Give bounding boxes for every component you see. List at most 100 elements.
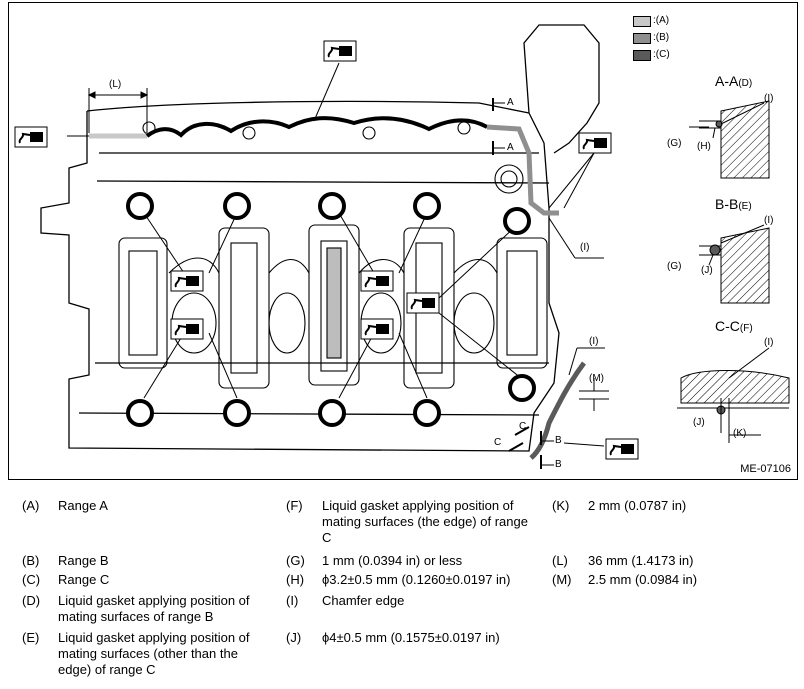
- note-code: (H): [286, 572, 305, 587]
- section-bb-i: (I): [764, 215, 774, 226]
- section-aa-i: (I): [764, 93, 774, 104]
- legend-range-c: :(C): [633, 49, 670, 61]
- section-marks: [492, 98, 554, 469]
- legend-label: :(A): [653, 15, 670, 26]
- section-cc-drawing: [677, 347, 790, 443]
- legend-label: :(C): [653, 49, 670, 60]
- note-text: Liquid gasket applying position of matin…: [58, 593, 250, 624]
- block-outline: [40, 24, 600, 452]
- section-aa-drawing: [689, 100, 770, 179]
- legend-range-a: :(A): [633, 15, 669, 27]
- callout-i-upper: (I): [580, 242, 590, 253]
- glue-gun-icon: [170, 318, 204, 340]
- engine-block-drawing: [14, 24, 790, 469]
- ring-upper-4: [413, 192, 441, 220]
- gasket-main: [145, 116, 488, 138]
- legend-swatch-b: [633, 32, 651, 44]
- note-j: (J) ϕ4±0.5 mm (0.1575±0.0197 in): [286, 630, 546, 646]
- section-bb-title: B-B(E): [715, 196, 752, 212]
- callout-b-lower: B: [555, 459, 562, 470]
- glue-gun-icon: [323, 40, 357, 62]
- glue-gun-icon: [360, 270, 394, 292]
- note-b: (B) Range B: [22, 553, 272, 569]
- note-text: Liquid gasket applying position of matin…: [58, 630, 250, 677]
- glue-gun-icon: [360, 318, 394, 340]
- note-text: 1 mm (0.0394 in) or less: [322, 553, 463, 568]
- note-e: (E) Liquid gasket applying position of m…: [22, 630, 272, 678]
- journals: [118, 121, 548, 389]
- note-text: Range A: [58, 498, 108, 513]
- ring-lower-5: [508, 374, 536, 402]
- figure-id: ME-07106: [740, 463, 791, 475]
- note-text: Chamfer edge: [322, 593, 405, 608]
- callout-a-top: A: [507, 97, 514, 108]
- note-code: (I): [286, 593, 299, 608]
- note-l: (L) 36 mm (1.4173 in): [552, 553, 792, 569]
- note-f: (F) Liquid gasket applying position of m…: [286, 498, 546, 546]
- note-code: (J): [286, 630, 302, 645]
- section-cc-j: (J): [693, 417, 705, 428]
- note-code: (C): [22, 572, 41, 587]
- note-g: (G) 1 mm (0.0394 in) or less: [286, 553, 546, 569]
- note-code: (A): [22, 498, 40, 513]
- note-h: (H) ϕ3.2±0.5 mm (0.1260±0.0197 in): [286, 572, 546, 588]
- section-cc-title: C-C(F): [715, 318, 753, 334]
- section-bb-g: (G): [667, 261, 682, 272]
- ring-upper-5: [503, 207, 531, 235]
- note-code: (L): [552, 553, 568, 568]
- section-aa-title: A-A(D): [715, 73, 753, 89]
- note-text: 2 mm (0.0787 in): [588, 498, 687, 513]
- note-code: (B): [22, 553, 40, 568]
- legend-label: :(B): [653, 32, 670, 43]
- section-aa-h: (H): [697, 141, 711, 152]
- note-code: (F): [286, 498, 303, 513]
- note-code: (E): [22, 630, 40, 645]
- leader-lines: [67, 62, 605, 447]
- note-a: (A) Range A: [22, 498, 272, 514]
- note-k: (K) 2 mm (0.0787 in): [552, 498, 792, 514]
- engine-block-diagram: :(A) :(B) :(C) (L) A A (I) (I) (M) C C B…: [8, 2, 798, 480]
- legend-swatch-a: [633, 15, 651, 27]
- note-text: Liquid gasket applying position of matin…: [322, 498, 528, 545]
- note-code: (G): [286, 553, 305, 568]
- section-bb-drawing: [699, 224, 770, 304]
- callout-l: (L): [109, 79, 122, 90]
- glue-gun-icon: [605, 438, 639, 460]
- note-c: (C) Range C: [22, 572, 272, 588]
- section-bb-j: (J): [701, 265, 713, 276]
- note-text: Range B: [58, 553, 109, 568]
- callout-i-lower: (I): [589, 336, 599, 347]
- ring-lower-3: [318, 399, 346, 427]
- section-cc-k: (K): [733, 428, 747, 439]
- callout-c-upper: C: [519, 421, 527, 432]
- note-code: (K): [552, 498, 570, 513]
- note-m: (M) 2.5 mm (0.0984 in): [552, 572, 792, 588]
- note-code: (D): [22, 593, 41, 608]
- gasket-range-b: [486, 124, 559, 216]
- ring-upper-2: [223, 192, 251, 220]
- legend-table: (A) Range A (B) Range B (C) Range C (D) …: [0, 486, 804, 686]
- ring-lower-2: [223, 399, 251, 427]
- ring-upper-3: [318, 192, 346, 220]
- dimension-l: [87, 88, 149, 133]
- glue-gun-icon: [406, 292, 440, 314]
- ring-lower-1: [126, 399, 154, 427]
- note-code: (M): [552, 572, 572, 587]
- callout-a-bottom: A: [507, 142, 514, 153]
- note-text: Range C: [58, 572, 110, 587]
- note-text: ϕ3.2±0.5 mm (0.1260±0.0197 in): [322, 572, 511, 587]
- glue-gun-icon: [14, 126, 48, 148]
- legend-range-b: :(B): [633, 32, 669, 44]
- note-d: (D) Liquid gasket applying position of m…: [22, 593, 272, 625]
- gasket-range-c: [529, 361, 587, 460]
- note-i: (I) Chamfer edge: [286, 593, 546, 609]
- dimension-m: [579, 378, 609, 411]
- note-text: 2.5 mm (0.0984 in): [588, 572, 698, 587]
- note-text: 36 mm (1.4173 in): [588, 553, 694, 568]
- gasket-lines: [89, 116, 587, 460]
- ring-upper-1: [126, 192, 154, 220]
- note-text: ϕ4±0.5 mm (0.1575±0.0197 in): [322, 630, 500, 645]
- callout-c-lower: C: [494, 437, 502, 448]
- section-cc-i: (I): [764, 337, 774, 348]
- glue-gun-icon: [170, 270, 204, 292]
